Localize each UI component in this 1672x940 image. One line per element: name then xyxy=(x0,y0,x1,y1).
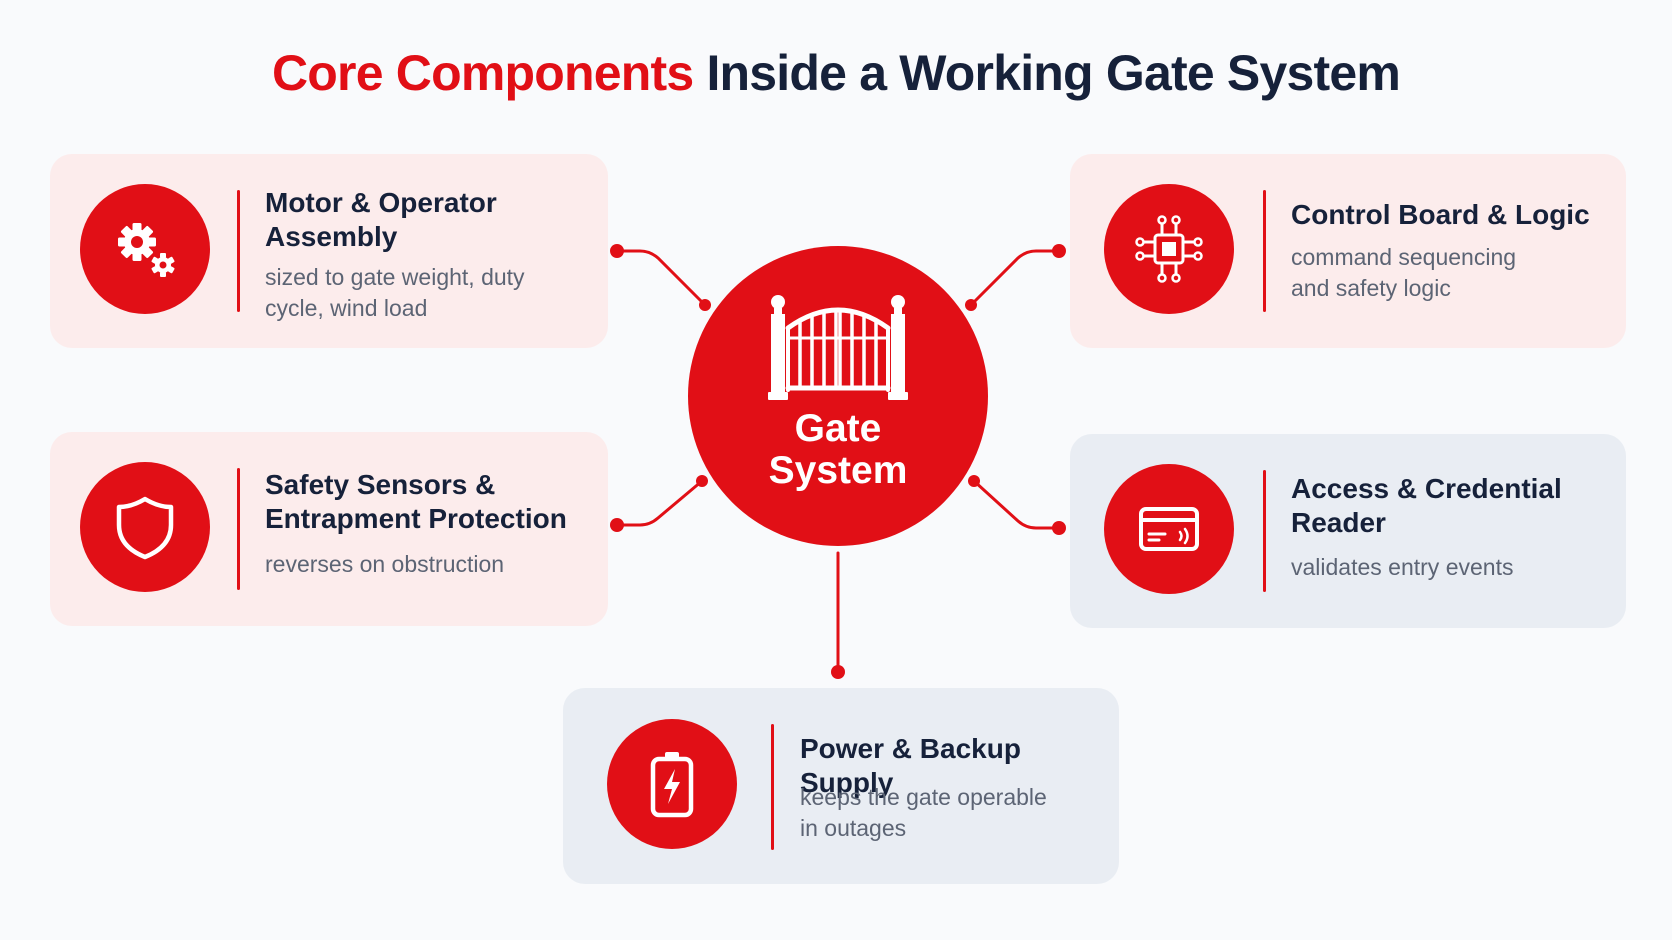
component-title: Control Board & Logic xyxy=(1291,199,1590,230)
card-divider xyxy=(1263,470,1266,592)
component-description: reverses on obstruction xyxy=(265,551,505,577)
connector-dot xyxy=(965,299,977,311)
card-reader-icon xyxy=(1139,507,1199,551)
component-icon-badge xyxy=(1104,464,1234,594)
component-description: validates entry events xyxy=(1291,554,1514,580)
component-title: Power & Backup Supply xyxy=(800,733,1021,798)
card-divider xyxy=(1263,190,1266,312)
connector-dot xyxy=(699,299,711,311)
component-card-safety: Safety Sensors & Entrapment Protection r… xyxy=(50,432,608,626)
connector-dot xyxy=(831,665,845,679)
card-divider xyxy=(237,190,240,312)
connector-safety xyxy=(615,479,704,527)
title-highlight: Core Components xyxy=(271,45,694,101)
component-icon-badge xyxy=(80,462,210,592)
component-title: Access & Credential Reader xyxy=(1291,473,1562,538)
component-description: keeps the gate operable in outages xyxy=(800,784,1047,841)
component-icon-badge xyxy=(1104,184,1234,314)
battery-icon xyxy=(650,752,694,818)
gate-icon xyxy=(768,295,908,400)
component-card-access: Access & Credential Reader validates ent… xyxy=(1070,434,1626,628)
hub-label-line2: System xyxy=(768,449,908,492)
card-divider xyxy=(237,468,240,590)
page-title: Core Components Inside a Working Gate Sy… xyxy=(0,38,1672,108)
component-card-motor: Motor & Operator Assembly sized to gate … xyxy=(50,154,608,348)
shield-icon xyxy=(116,496,174,560)
component-description: command sequencing and safety logic xyxy=(1291,244,1517,301)
gate-system-hub: Gate System xyxy=(688,246,988,546)
component-description: sized to gate weight, duty cycle, wind l… xyxy=(265,264,525,321)
connector-dot xyxy=(1052,244,1066,258)
component-icon-badge xyxy=(80,184,210,314)
card-divider xyxy=(771,724,774,850)
gears-icon xyxy=(118,223,175,277)
component-icon-badge xyxy=(607,719,737,849)
chip-icon xyxy=(1135,215,1203,283)
connector-dot xyxy=(696,475,708,487)
component-title: Safety Sensors & Entrapment Protection xyxy=(265,469,567,534)
component-card-power: Power & Backup Supply keeps the gate ope… xyxy=(563,688,1119,884)
component-card-control: Control Board & Logic command sequencing… xyxy=(1070,154,1626,348)
title-rest: Inside a Working Gate System xyxy=(706,45,1401,101)
connector-control xyxy=(969,249,1061,307)
connector-access xyxy=(972,479,1061,530)
hub-label-line1: Gate xyxy=(794,407,882,450)
connector-dot xyxy=(610,518,624,532)
connector-dot xyxy=(610,244,624,258)
hub-label: Gate System xyxy=(688,408,988,492)
connector-dot xyxy=(968,475,980,487)
connector-motor xyxy=(615,249,707,307)
component-title: Motor & Operator Assembly xyxy=(265,187,497,252)
connector-dot xyxy=(1052,521,1066,535)
